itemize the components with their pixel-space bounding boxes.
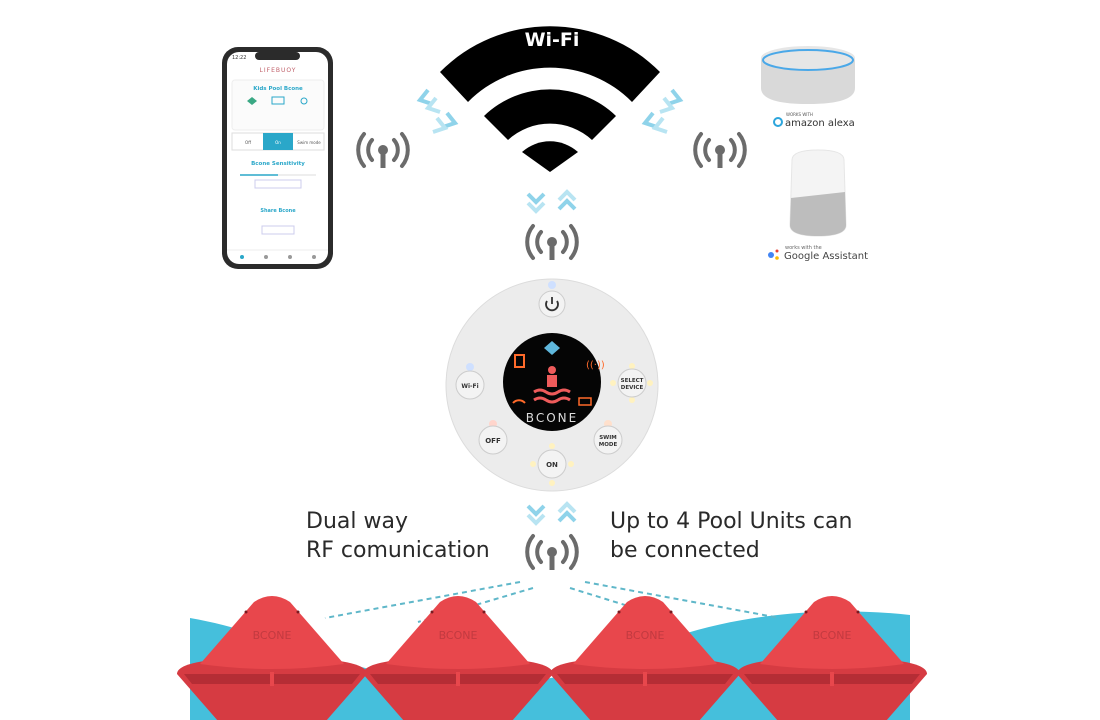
battery-status-icon (578, 397, 592, 406)
select-device-button[interactable]: SELECT DEVICE (617, 368, 647, 398)
google-home: works with the Google Assistant (768, 149, 868, 262)
arrows-control-units (526, 502, 577, 525)
wifi-label: Wi-Fi (525, 29, 580, 51)
svg-text:On: On (275, 140, 281, 145)
radio-signal-icon (525, 534, 579, 572)
svg-text:BCONE: BCONE (439, 629, 478, 642)
wifi-icon: Wi-Fi (440, 26, 660, 172)
svg-text:OFF: OFF (485, 437, 501, 445)
svg-text:DEVICE: DEVICE (621, 385, 644, 391)
svg-text:SELECT: SELECT (621, 378, 644, 384)
svg-text:12:22: 12:22 (232, 55, 246, 61)
svg-text:BCONE: BCONE (253, 629, 292, 642)
svg-text:BCONE: BCONE (526, 411, 578, 425)
signal-status-icon: ((·)) (586, 360, 605, 371)
pool-unit-1: BCONE (177, 596, 367, 720)
svg-text:BCONE: BCONE (813, 629, 852, 642)
svg-text:MODE: MODE (599, 442, 618, 448)
google-assistant-logo-icon (768, 252, 774, 258)
svg-text:BCONE: BCONE (626, 629, 665, 642)
svg-text:ON: ON (546, 461, 558, 469)
radio-signal-icon (693, 132, 747, 170)
on-button[interactable]: ON (537, 449, 567, 479)
svg-text:Off: Off (245, 140, 251, 145)
caption-line: Up to 4 Pool Units can (610, 509, 853, 534)
svg-text:WORKS WITH: WORKS WITH (786, 112, 813, 117)
amazon-echo-dot: WORKS WITH amazon alexa (761, 46, 855, 129)
caption-rf: Dual way RF comunication (306, 507, 490, 565)
radio-signal-icon (356, 132, 410, 170)
swim-mode-button[interactable]: SWIM MODE (593, 425, 623, 455)
svg-text:Wi-Fi: Wi-Fi (461, 383, 478, 390)
arrow-phone-wifi (416, 88, 459, 134)
power-button[interactable] (538, 290, 566, 318)
arrows-wifi-control (526, 190, 577, 213)
svg-text:Kids Pool Bcone: Kids Pool Bcone (253, 86, 303, 92)
caption-line: be connected (610, 538, 760, 563)
wifi-status-icon (512, 399, 526, 404)
svg-text:works with the: works with the (785, 245, 822, 251)
power-icon (545, 300, 559, 312)
svg-text:Google Assistant: Google Assistant (784, 251, 868, 262)
radio-signal-icon (525, 224, 579, 262)
caption-line: RF comunication (306, 538, 490, 563)
svg-text:SWIM: SWIM (599, 435, 617, 441)
pool-unit-2: BCONE (363, 596, 553, 720)
pool-water (190, 611, 910, 720)
phone-status-icon (514, 354, 525, 368)
pool-unit-3: BCONE (550, 596, 740, 720)
caption-units: Up to 4 Pool Units can be connected (610, 507, 852, 565)
svg-text:amazon alexa: amazon alexa (785, 118, 855, 129)
wifi-button[interactable]: Wi-Fi (455, 370, 485, 400)
pool-unit-4: BCONE (737, 596, 927, 720)
svg-text:Bcone Sensitivity: Bcone Sensitivity (251, 161, 305, 167)
off-button[interactable]: OFF (478, 425, 508, 455)
svg-text:Share Bcone: Share Bcone (260, 208, 296, 214)
smartphone-app: 12:22 LIFEBUOY Kids Pool Bcone Off On Sw… (222, 47, 333, 269)
arrow-wifi-speakers (641, 88, 684, 134)
swimmer-alert-icon (533, 366, 571, 404)
alexa-logo-icon (773, 117, 783, 127)
svg-text:Swim mode: Swim mode (297, 140, 321, 145)
caption-line: Dual way (306, 509, 408, 534)
svg-text:LIFEBUOY: LIFEBUOY (260, 67, 297, 74)
rf-link-lines (324, 581, 781, 623)
